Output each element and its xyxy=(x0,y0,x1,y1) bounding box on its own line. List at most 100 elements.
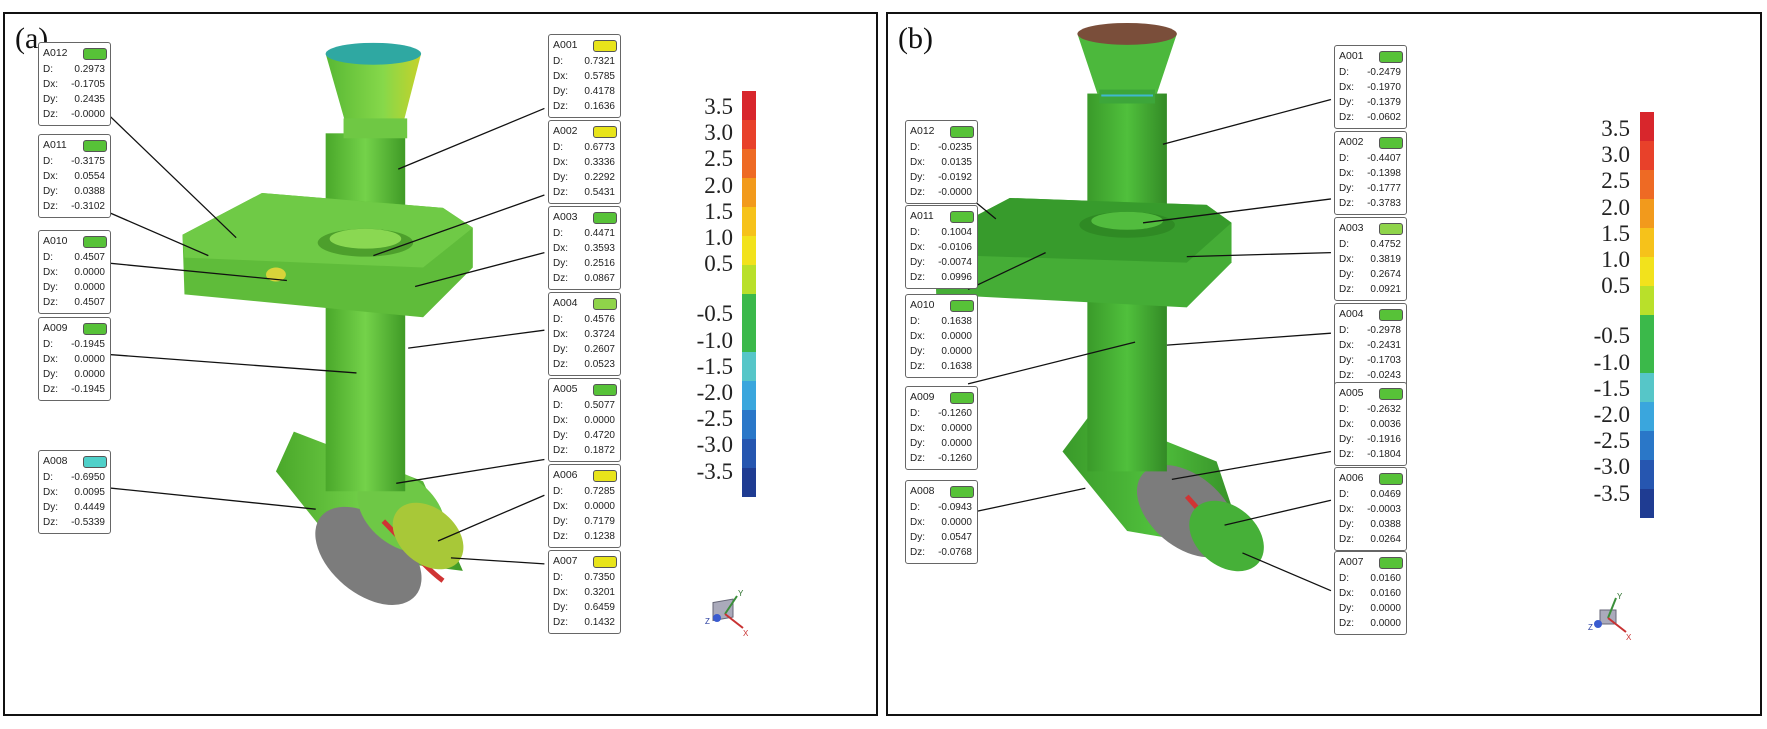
field-label: Dy: xyxy=(553,430,568,441)
field-value: 0.3724 xyxy=(584,329,615,340)
annotation-row-d: D:0.7321 xyxy=(553,54,615,69)
annotation-row-dy: Dy:0.0000 xyxy=(43,367,105,382)
color-scale-label: -1.0 xyxy=(1593,349,1630,375)
annotation-id: A009 xyxy=(910,391,935,403)
axis-x-label: X xyxy=(1626,633,1632,642)
annotation-row-dx: Dx:0.0000 xyxy=(910,329,972,344)
annotation-id: A009 xyxy=(43,322,68,334)
annotation-id: A006 xyxy=(1339,472,1364,484)
annotation-row-dz: Dz: -0.1945 xyxy=(43,382,105,397)
deviation-color-swatch xyxy=(593,126,617,138)
field-value: 0.1872 xyxy=(584,445,615,456)
field-value: 0.0036 xyxy=(1370,419,1401,430)
field-value: 0.2674 xyxy=(1370,269,1401,280)
field-value: 0.0000 xyxy=(941,438,972,449)
field-label: Dy: xyxy=(1339,434,1354,445)
annotation-row-dy: Dy:0.2674 xyxy=(1339,267,1401,282)
deviation-color-swatch xyxy=(593,384,617,396)
annotation-row-dy: Dy: 0.0000 xyxy=(1339,601,1401,616)
annotation-row-d: D:-0.4407 xyxy=(1339,151,1401,166)
field-value: -0.0943 xyxy=(938,502,972,513)
annotation-row-dy: Dy:0.0000 xyxy=(910,344,972,359)
color-scale-segment xyxy=(1640,199,1654,228)
annotation-id: A011 xyxy=(43,139,67,151)
annotation-row-dx: Dx:-0.1398 xyxy=(1339,166,1401,181)
color-scale-label: -0.5 xyxy=(1593,323,1630,349)
field-label: Dz: xyxy=(43,384,58,395)
annotation-row-dz: Dz:0.5431 xyxy=(553,185,615,200)
field-label: Dy: xyxy=(553,86,568,97)
field-label: Dy: xyxy=(553,516,568,527)
annotation-row-d: D:-0.1260 xyxy=(910,406,972,421)
deviation-color-swatch xyxy=(593,40,617,52)
annotation-id: A007 xyxy=(1339,556,1364,568)
field-value: 0.0000 xyxy=(1370,603,1401,614)
flange-plate xyxy=(934,197,1232,308)
annotation-row-dz: Dz:-0.1804 xyxy=(1339,447,1401,462)
field-label: Dx: xyxy=(910,517,925,528)
color-scale-bar xyxy=(1640,112,1654,518)
annotation-row-dx: Dx:0.0000 xyxy=(43,352,105,367)
annotation-id: A010 xyxy=(43,235,68,247)
field-label: D: xyxy=(553,56,563,67)
field-label: Dz: xyxy=(1339,198,1354,209)
field-value: 0.3593 xyxy=(584,243,615,254)
color-scale-label: 2.5 xyxy=(704,146,733,172)
field-label: Dx: xyxy=(553,415,568,426)
annotation-row-dx: Dx:0.0095 xyxy=(43,485,105,500)
color-scale-label: -3.0 xyxy=(696,432,733,458)
annotation-row-dz: Dz:0.1636 xyxy=(553,99,615,114)
field-label: Dx: xyxy=(553,157,568,168)
field-label: Dy: xyxy=(910,438,925,449)
annotation-row-dz: Dz:0.0867 xyxy=(553,271,615,286)
color-scale-label: 0.5 xyxy=(1601,273,1630,299)
field-label: Dy: xyxy=(43,282,58,293)
field-label: Dx: xyxy=(910,242,925,253)
field-label: Dz: xyxy=(43,297,58,308)
annotation-row-dz: Dz:0.1238 xyxy=(553,529,615,544)
field-value: -0.1945 xyxy=(71,384,105,395)
field-value: -0.4407 xyxy=(1367,153,1401,164)
annotation-row-dz: Dz:-0.0768 xyxy=(910,545,972,560)
annotation-row-dy: Dy:0.4178 xyxy=(553,84,615,99)
field-value: -0.0235 xyxy=(938,142,972,153)
field-value: 0.1432 xyxy=(584,617,615,628)
annotation-id: A003 xyxy=(553,211,578,223)
field-value: 0.2607 xyxy=(584,344,615,355)
field-label: D: xyxy=(43,472,53,483)
deviation-color-swatch xyxy=(950,392,974,404)
field-label: D: xyxy=(910,408,920,419)
annotation-row-dx: Dx:0.0135 xyxy=(910,155,972,170)
field-label: Dz: xyxy=(553,445,568,456)
annotation-row-dz: Dz:-0.3783 xyxy=(1339,196,1401,211)
annotation-id: A007 xyxy=(553,555,578,567)
color-scale-segment xyxy=(1640,431,1654,460)
annotation-row-dz: Dz:0.0921 xyxy=(1339,282,1401,297)
field-label: Dz: xyxy=(1339,449,1354,460)
color-scale-label: 2.0 xyxy=(1601,194,1630,220)
field-label: Dx: xyxy=(1339,168,1354,179)
annotation-row-d: D:0.0160 xyxy=(1339,571,1401,586)
field-value: -0.1777 xyxy=(1367,183,1401,194)
panel-b: (b) xyxy=(886,12,1762,716)
field-label: Dz: xyxy=(553,617,568,628)
annotation-row-dx: Dx:0.0000 xyxy=(43,265,105,280)
field-label: Dy: xyxy=(1339,603,1354,614)
field-value: -0.1379 xyxy=(1367,97,1401,108)
field-label: Dx: xyxy=(1339,82,1354,93)
leader-lines xyxy=(102,107,545,565)
color-scale-label: -1.0 xyxy=(696,327,733,353)
field-value: 0.1238 xyxy=(584,531,615,542)
field-label: Dz: xyxy=(910,187,925,198)
deviation-color-swatch xyxy=(950,126,974,138)
field-label: Dx: xyxy=(1339,504,1354,515)
annotation-row-d: D:-0.3175 xyxy=(43,154,105,169)
field-label: D: xyxy=(43,252,53,263)
